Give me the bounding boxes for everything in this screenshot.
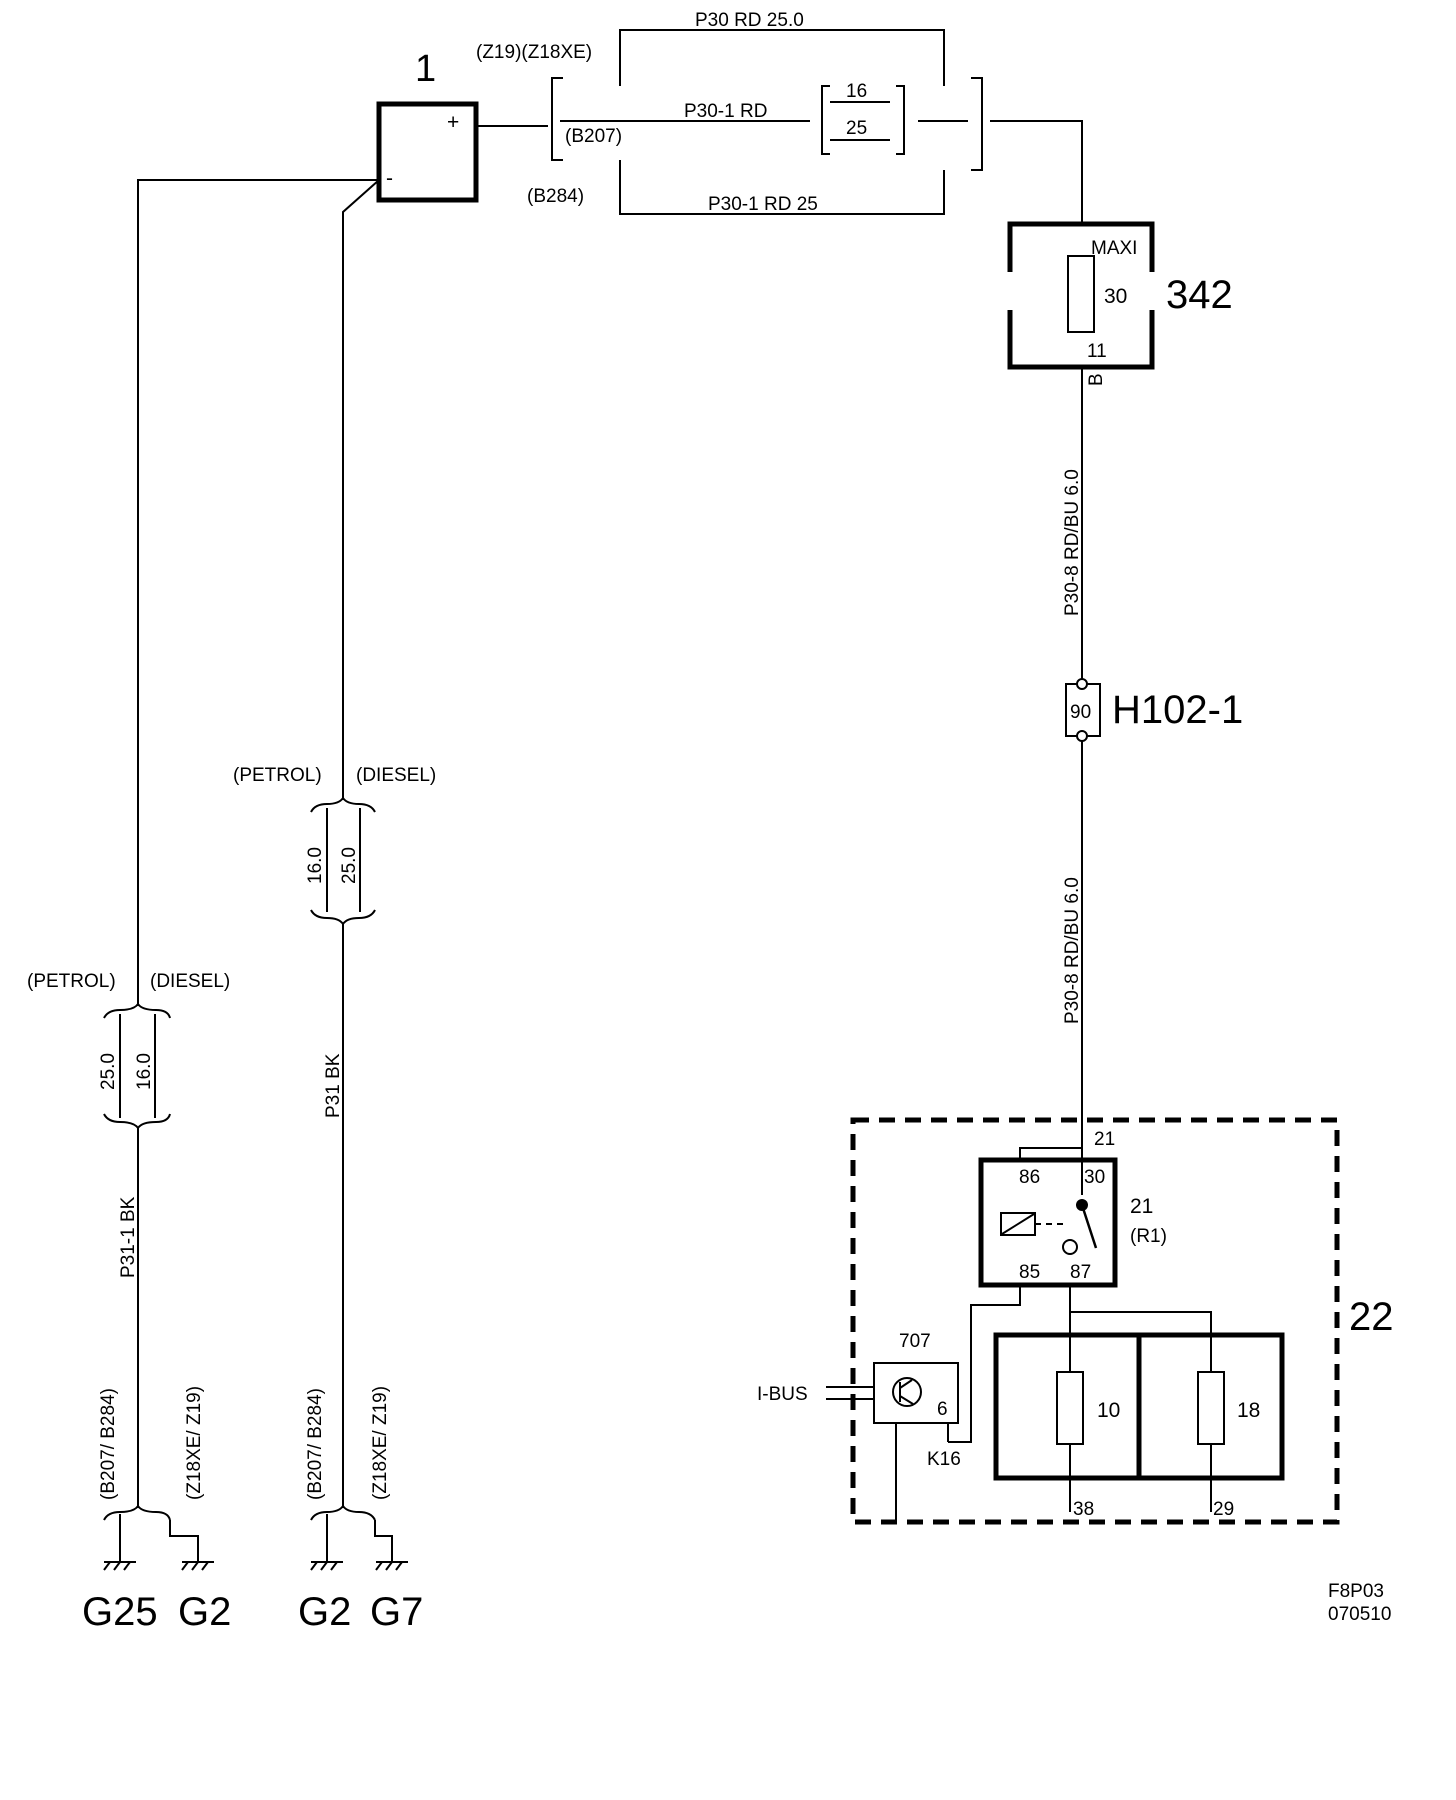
battery-minus-wire-right [342, 179, 380, 800]
right-size-petrol: 16.0 [305, 847, 326, 884]
fusebox-ref: 22 [1349, 1295, 1394, 1339]
maxi-fuse-ref: 342 [1166, 273, 1233, 317]
diagram-date: 070510 [1328, 1604, 1391, 1625]
wire-mid-size-brace-right [896, 85, 905, 155]
wire-bottom-label: P30-1 RD 25 [708, 194, 818, 215]
ground-icon [375, 1561, 408, 1571]
right-variant-brace-bottom [310, 909, 376, 926]
right-option-b: (Z18XE/ Z19) [370, 1386, 391, 1500]
battery-ref: 1 [415, 48, 436, 90]
ground-icon [310, 1561, 343, 1571]
wire-top-variant: (Z19)(Z18XE) [476, 42, 592, 63]
left-option-b: (Z18XE/ Z19) [184, 1386, 205, 1500]
right-ground-brace [310, 1504, 376, 1521]
right-variant-diesel: (DIESEL) [356, 765, 436, 786]
cable-split-left-brace [551, 77, 563, 161]
relay-pin-86: 86 [1019, 1167, 1040, 1188]
battery-symbol [376, 101, 479, 203]
maxi-fuse-type: MAXI [1091, 238, 1137, 259]
relay-sub-ref: (R1) [1130, 1226, 1167, 1247]
maxi-fuse-gap-left [1005, 272, 1017, 310]
wire-mid-variant: (B207) [565, 126, 622, 147]
diagram-code: F8P03 [1328, 1581, 1384, 1602]
ibus-lines [826, 1386, 874, 1400]
left-variant-petrol: (PETROL) [27, 971, 116, 992]
right-ground-drops [326, 1514, 393, 1562]
relay-ref: 21 [1130, 1195, 1153, 1218]
right-variant-brace-top [310, 796, 376, 813]
relay-contact-arm [1080, 1204, 1098, 1249]
right-variant-size-lines [326, 808, 361, 912]
maxi-fuse-gap-right [1145, 272, 1157, 310]
connector-h102-pin-bottom [1076, 730, 1088, 742]
ground-icon [181, 1561, 214, 1571]
ground-g25: G25 [82, 1590, 158, 1634]
left-variant-brace-top [103, 1002, 171, 1019]
relay-contact-87 [1062, 1239, 1078, 1255]
maxi-fuse-rating: 30 [1104, 285, 1127, 308]
wire-to-maxi-fuse [990, 120, 1083, 224]
left-variant-brace-bottom [103, 1113, 171, 1130]
cable-split-right-brace [971, 77, 983, 171]
right-option-a: (B207/ B284) [305, 1388, 326, 1500]
wire-top [619, 29, 945, 86]
relay-body [978, 1157, 1118, 1288]
wire-feed-lower-label: P30-8 RD/BU 6.0 [1062, 877, 1083, 1024]
wire-bottom-variant: (B284) [527, 186, 584, 207]
right-variant-petrol: (PETROL) [233, 765, 322, 786]
relay-pin-87: 87 [1070, 1262, 1091, 1283]
fuse-10-element [1056, 1371, 1084, 1445]
left-variant-size-lines [119, 1014, 156, 1118]
left-variant-diesel: (DIESEL) [150, 971, 230, 992]
fusebox-out-38: 38 [1073, 1499, 1094, 1520]
relay-87-to-fuse-18 [1070, 1311, 1212, 1512]
ground-icon [103, 1561, 136, 1571]
left-ground-drops [119, 1514, 199, 1562]
ground-g2-right: G2 [298, 1590, 351, 1634]
left-option-a: (B207/ B284) [98, 1388, 119, 1500]
connector-h102-pin-top [1076, 678, 1088, 690]
relay-pin-30: 30 [1084, 1167, 1105, 1188]
wire-gnd-right-label: P31 BK [323, 1053, 344, 1118]
battery-plus-label: + [447, 111, 459, 134]
battery-minus-wire-left [137, 179, 379, 1006]
wire-mid-size-b: 25 [846, 118, 867, 139]
battery-minus-label: - [386, 167, 393, 190]
transistor-icon-leads [899, 1379, 914, 1405]
maxi-fuse-pin-out: 11 [1087, 341, 1107, 362]
connector-h102-ref: H102-1 [1112, 688, 1243, 732]
fusebox-outline [850, 1117, 1340, 1525]
fuse-10-label: 10 [1097, 1399, 1120, 1422]
fusebox-out-29: 29 [1213, 1499, 1234, 1520]
wire-mid-size-brace-left [821, 85, 830, 155]
wire-top-label: P30 RD 25.0 [695, 10, 804, 31]
wire-gnd-left-label: P31-1 BK [118, 1196, 139, 1278]
relay-85-to-driver [948, 1285, 1021, 1443]
left-ground-brace [103, 1504, 171, 1521]
left-size-diesel: 16.0 [134, 1053, 155, 1090]
wire-mid-label: P30-1 RD [684, 101, 767, 122]
ground-g7: G7 [370, 1590, 423, 1634]
ibus-label: I-BUS [757, 1384, 808, 1405]
wire-feed-upper-label: P30-8 RD/BU 6.0 [1062, 469, 1083, 616]
fuse-18-element [1197, 1371, 1225, 1445]
left-size-petrol: 25.0 [98, 1053, 119, 1090]
fuse-18-label: 18 [1237, 1399, 1260, 1422]
maxi-fuse-pin-label: B [1086, 373, 1107, 386]
connector-h102-pin: 90 [1070, 702, 1091, 723]
wire-mid-size-a: 16 [846, 81, 867, 102]
driver-707-ref: 707 [899, 1331, 931, 1352]
wire-bottom [619, 160, 945, 215]
maxi-fuse-element [1067, 255, 1095, 333]
fusebox-pin-in: 21 [1094, 1129, 1115, 1150]
ground-g2-left: G2 [178, 1590, 231, 1634]
right-size-diesel: 25.0 [339, 847, 360, 884]
relay-coil-diagonal [1001, 1213, 1035, 1235]
driver-707-pin: 6 [937, 1399, 948, 1420]
driver-net-k16: K16 [927, 1449, 961, 1470]
relay-86-feed [1019, 1140, 1083, 1160]
relay-pin-85: 85 [1019, 1262, 1040, 1283]
